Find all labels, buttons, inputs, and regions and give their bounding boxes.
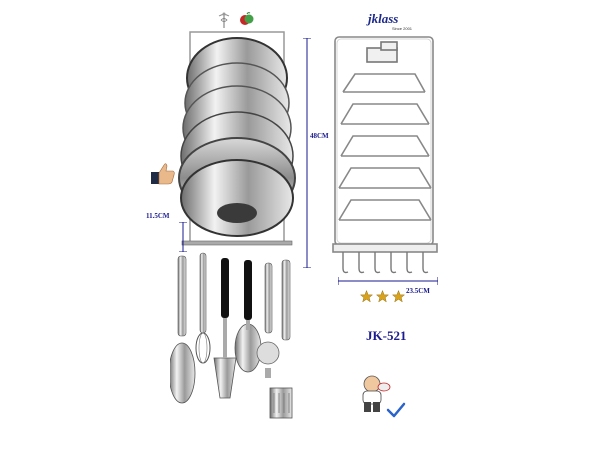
brand-name: jklass [368,11,399,26]
brand-tagline: Since 2001 [392,26,413,31]
caduceus-icon [217,12,231,28]
star-icon [376,290,389,303]
rating-stars [360,290,405,303]
brand-logo: jklass Since 2001 [368,10,412,31]
checkmark-icon [386,402,406,418]
depth-dimension-label: 11.5CM [146,212,170,220]
depth-dimension-line [178,222,188,252]
width-dimension-line [338,277,438,285]
chef-mascot-icon [352,372,392,414]
height-dimension-label: 48CM [310,132,329,140]
empty-rack-diagram [325,32,445,282]
model-code: JK-521 [366,328,407,343]
thumbs-up-icon [150,160,176,186]
height-dimension-line [303,38,311,268]
star-icon [392,290,405,303]
width-dimension-label: 23.5CM [406,287,430,295]
product-photo-lids-and-utensils [170,28,315,428]
star-icon [360,290,373,303]
red-green-apple-icon [239,11,255,27]
